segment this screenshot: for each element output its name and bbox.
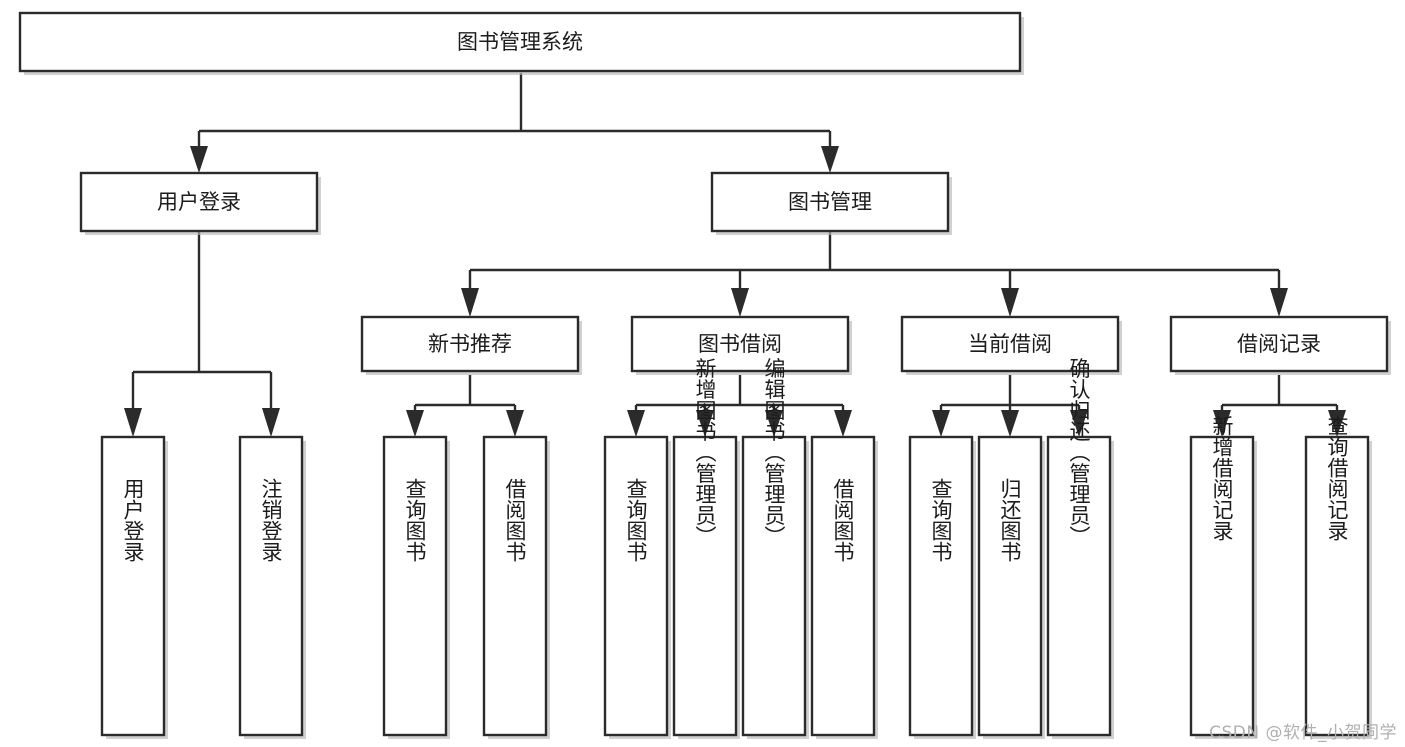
- leaf-borrowrecord-add-record[interactable]: 新增借阅记录: [1189, 415, 1257, 739]
- node-book-management-label: 图书管理: [788, 190, 872, 214]
- arrowhead-borrowrecord-leaf-1: [1213, 410, 1231, 437]
- arrowhead-bookborrow-leaf-4: [834, 410, 852, 437]
- leaf-bookborrow-add-book[interactable]: 新增图书（管理员）: [672, 358, 740, 740]
- leaf-bookborrow-borrow-book-box: [810, 435, 876, 737]
- leaf-currentborrow-confirm-return[interactable]: 确认归还（管理员）: [1046, 358, 1114, 740]
- leaf-currentborrow-return-book[interactable]: 归还图书: [977, 435, 1045, 739]
- node-new-book-recommend[interactable]: 新书推荐: [360, 315, 582, 375]
- leaf-borrowrecord-query-record-label: 查询借阅记录: [1325, 415, 1349, 541]
- arrowhead-borrowrecord-leaf-2: [1328, 410, 1346, 437]
- leaf-user-login-logout-label: 注销登录: [259, 478, 283, 562]
- leaf-bookborrow-borrow-book-label: 借阅图书: [831, 478, 855, 562]
- node-book-management[interactable]: 图书管理: [710, 171, 952, 235]
- leaf-bookborrow-query-book[interactable]: 查询图书: [603, 435, 671, 739]
- arrowhead-bookborrow-leaf-3: [765, 410, 783, 437]
- leaf-bookborrow-edit-book-box: [741, 435, 807, 737]
- leaf-currentborrow-confirm-return-box: [1046, 435, 1112, 737]
- arrowhead-bookborrow-leaf-1: [627, 410, 645, 437]
- leaf-newbook-borrow-book[interactable]: 借阅图书: [482, 435, 550, 739]
- leaf-bookborrow-query-book-label: 查询图书: [624, 478, 648, 562]
- arrowhead-new-book: [461, 288, 479, 317]
- node-book-management-box: [710, 171, 950, 233]
- leaf-newbook-query-book-label: 查询图书: [403, 478, 427, 562]
- arrowhead-leaf-user-login: [124, 408, 142, 437]
- leaf-user-login-logout-box: [238, 435, 304, 737]
- leaf-currentborrow-query-book-label: 查询图书: [929, 478, 953, 562]
- arrowhead-newbook-leaf-2: [506, 410, 524, 437]
- leaf-bookborrow-add-book-box: [672, 435, 738, 737]
- arrowhead-currentborrow-leaf-2: [1001, 410, 1019, 437]
- node-borrow-record[interactable]: 借阅记录: [1169, 315, 1391, 375]
- node-book-borrow-box: [630, 315, 850, 373]
- leaf-newbook-borrow-book-label: 借阅图书: [503, 478, 527, 562]
- leaf-currentborrow-confirm-return-label: 确认归还（管理员）: [1067, 358, 1091, 547]
- leaf-borrowrecord-query-record[interactable]: 查询借阅记录: [1304, 415, 1372, 739]
- node-user-login-label: 用户登录: [157, 190, 241, 214]
- leaf-currentborrow-return-book-box: [977, 435, 1043, 737]
- node-root-label: 图书管理系统: [457, 30, 583, 54]
- arrowhead-borrow-record: [1270, 288, 1288, 317]
- arrowhead-currentborrow-leaf-3: [1070, 410, 1088, 437]
- node-borrow-record-box: [1169, 315, 1389, 373]
- node-borrow-record-label: 借阅记录: [1237, 332, 1321, 356]
- arrowhead-book-mgmt: [821, 146, 839, 173]
- leaf-borrowrecord-add-record-box: [1189, 435, 1255, 737]
- node-root[interactable]: 图书管理系统: [18, 11, 1024, 75]
- leaf-bookborrow-edit-book-label: 编辑图书（管理员）: [762, 358, 786, 547]
- leaf-newbook-query-book[interactable]: 查询图书: [382, 435, 450, 739]
- leaf-user-login-login[interactable]: 用户登录: [100, 435, 168, 739]
- leaf-newbook-borrow-book-box: [482, 435, 548, 737]
- node-root-box: [18, 11, 1022, 73]
- arrowhead-currentborrow-leaf-1: [932, 410, 950, 437]
- node-current-borrow-box: [900, 315, 1120, 373]
- node-book-borrow-label: 图书借阅: [698, 332, 782, 356]
- arrowhead-bookborrow-leaf-2: [696, 410, 714, 437]
- leaf-bookborrow-add-book-label: 新增图书（管理员）: [693, 358, 717, 547]
- arrowhead-newbook-leaf-1: [406, 410, 424, 437]
- node-current-borrow[interactable]: 当前借阅: [900, 315, 1122, 375]
- connector-layer: [124, 73, 1346, 437]
- leaf-borrowrecord-query-record-box: [1304, 435, 1370, 737]
- leaf-user-login-login-label: 用户登录: [121, 478, 145, 562]
- leaf-bookborrow-query-book-box: [603, 435, 669, 737]
- node-user-login[interactable]: 用户登录: [79, 171, 321, 235]
- leaf-user-login-logout[interactable]: 注销登录: [238, 435, 306, 739]
- node-current-borrow-label: 当前借阅: [968, 332, 1052, 356]
- leaf-borrowrecord-add-record-label: 新增借阅记录: [1210, 415, 1234, 541]
- node-new-book-recommend-box: [360, 315, 580, 373]
- leaf-bookborrow-edit-book[interactable]: 编辑图书（管理员）: [741, 358, 809, 740]
- arrowhead-user-login: [190, 146, 208, 173]
- leaf-newbook-query-book-box: [382, 435, 448, 737]
- node-new-book-recommend-label: 新书推荐: [428, 332, 512, 356]
- leaf-currentborrow-query-book[interactable]: 查询图书: [908, 435, 976, 739]
- leaf-user-login-login-box: [100, 435, 166, 737]
- leaf-bookborrow-borrow-book[interactable]: 借阅图书: [810, 435, 878, 739]
- leaf-currentborrow-query-book-box: [908, 435, 974, 737]
- arrowhead-current-borrow: [1001, 288, 1019, 317]
- node-book-borrow[interactable]: 图书借阅: [630, 315, 852, 375]
- arrowhead-leaf-logout: [262, 408, 280, 437]
- arrowhead-book-borrow: [731, 288, 749, 317]
- leaf-currentborrow-return-book-label: 归还图书: [998, 478, 1022, 562]
- node-user-login-box: [79, 171, 319, 233]
